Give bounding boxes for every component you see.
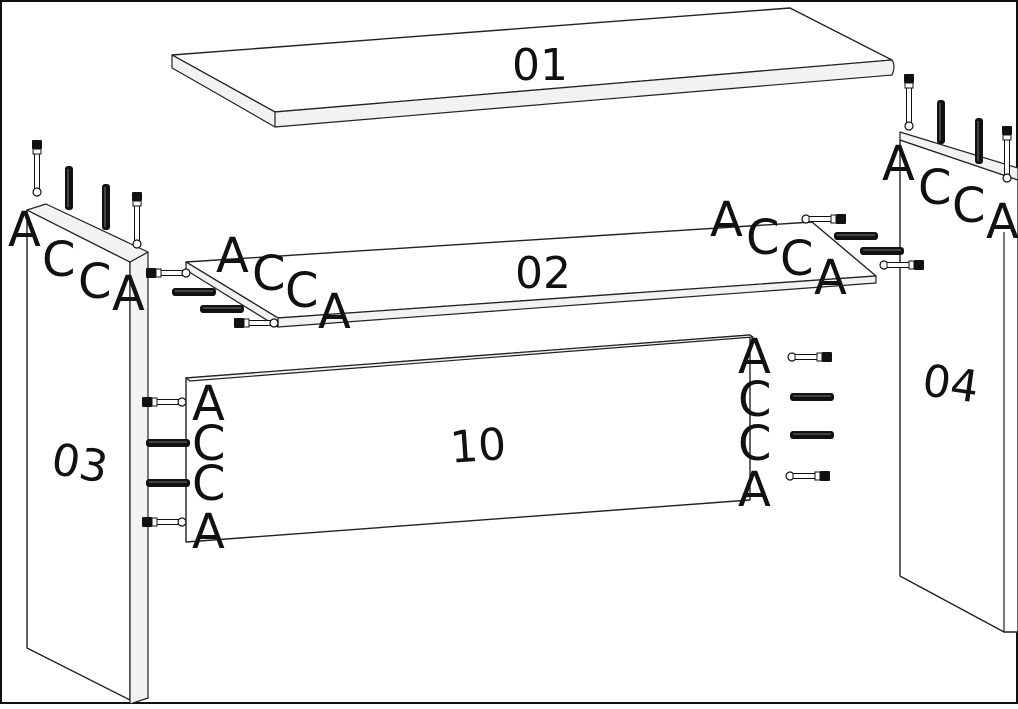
- hardware-letter-c: C: [192, 416, 226, 472]
- dowel-icon: [834, 232, 878, 240]
- hardware-letter-c: C: [746, 210, 780, 266]
- hardware-letter-a: A: [192, 376, 225, 432]
- hardware-letter-c: C: [192, 456, 226, 512]
- hardware-letter-a: A: [8, 202, 41, 258]
- dowel-icon: [860, 247, 904, 255]
- hardware-letter-a: A: [216, 228, 249, 284]
- hardware-letter-a: A: [192, 504, 225, 560]
- dowel-icon: [65, 166, 73, 210]
- cam-bolt-icon: [234, 318, 279, 328]
- hardware-letter-c: C: [780, 231, 814, 287]
- dowel-icon: [937, 100, 945, 144]
- dowel-icon: [200, 305, 244, 313]
- panel-04-label: 04: [919, 355, 982, 413]
- dowel-icon: [975, 118, 983, 164]
- hardware-letter-a: A: [814, 250, 847, 306]
- hardware-letter-a: A: [318, 284, 351, 340]
- cam-bolt-icon: [142, 397, 187, 407]
- panel-01: 01: [171, 7, 895, 128]
- hardware-letter-a: A: [738, 329, 771, 385]
- panel-02: 02: [185, 221, 877, 328]
- dowel-icon: [790, 393, 834, 401]
- hardware-letter-a: A: [112, 266, 145, 322]
- hardware-letter-c: C: [918, 160, 952, 216]
- cam-bolt-icon: [785, 471, 830, 481]
- panel-10-label: 10: [448, 419, 507, 474]
- cam-bolt-icon: [132, 192, 142, 249]
- hardware-icons: [32, 74, 1012, 527]
- hardware-letter-c: C: [285, 263, 319, 319]
- dowel-icon: [146, 439, 190, 447]
- hardware-letter-c: C: [738, 416, 772, 472]
- cam-bolt-icon: [801, 214, 846, 224]
- cam-bolt-icon: [787, 352, 832, 362]
- hardware-letter-c: C: [252, 246, 286, 302]
- panel-01-label: 01: [512, 40, 568, 91]
- hardware-letter-c: C: [738, 372, 772, 428]
- cam-bolt-icon: [1002, 126, 1012, 183]
- hardware-letter-c: C: [952, 178, 986, 234]
- panel-02-side-edge: [185, 261, 279, 328]
- cam-bolt-icon: [146, 268, 191, 278]
- cam-bolt-icon: [879, 260, 924, 270]
- cam-bolt-icon: [142, 517, 187, 527]
- dowel-icon: [102, 184, 110, 230]
- dowel-icon: [146, 479, 190, 487]
- panel-10-top-edge: [185, 334, 754, 382]
- panel-03-top-edge: [26, 203, 149, 263]
- panel-03: 03: [26, 203, 149, 705]
- panel-03-label: 03: [48, 434, 112, 494]
- cam-bolt-icon: [32, 140, 42, 197]
- hardware-letter-a: A: [738, 462, 771, 518]
- panel-02-label: 02: [515, 248, 571, 299]
- dowel-icon: [172, 288, 216, 296]
- hardware-letter-c: C: [78, 254, 112, 310]
- dowel-icon: [790, 431, 834, 439]
- hardware-letter-a: A: [710, 192, 743, 248]
- cam-bolt-icon: [904, 74, 914, 131]
- panel-10: 10: [185, 334, 754, 543]
- panel-04: 04: [899, 131, 1018, 633]
- hardware-letter-a: A: [882, 136, 915, 192]
- hardware-letter-c: C: [42, 232, 76, 288]
- hardware-letter-a: A: [986, 194, 1018, 250]
